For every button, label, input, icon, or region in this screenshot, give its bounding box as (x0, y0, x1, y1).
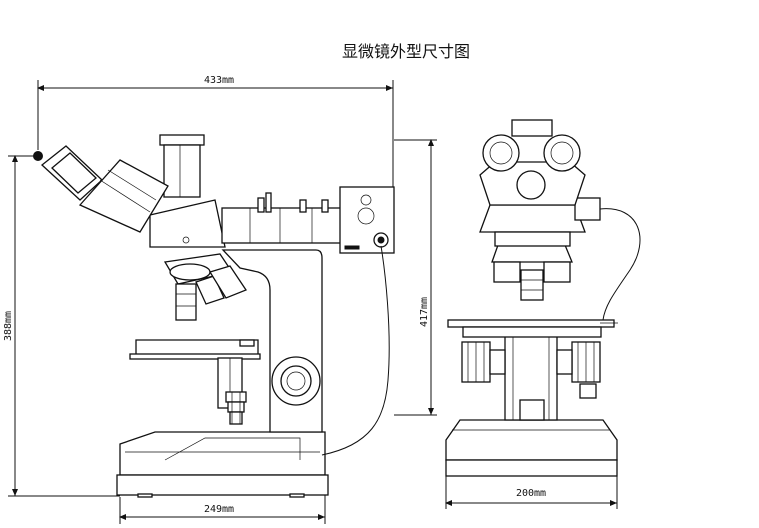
dimension-height-left: 388mm (3, 151, 120, 497)
dimension-label-417: 417mm (419, 297, 430, 327)
front-head (479, 119, 586, 206)
dimension-label-388: 388mm (3, 311, 14, 341)
front-column (504, 334, 558, 421)
dimension-label-200: 200mm (516, 488, 546, 499)
front-focus-knobs-right (556, 341, 601, 399)
front-stage (447, 319, 618, 338)
page-title: 显微镜外型尺寸图 (341, 42, 470, 61)
side-objectives (163, 253, 247, 321)
side-illuminator (221, 192, 345, 244)
front-objectives (491, 244, 573, 301)
microscope-side-view (40, 134, 395, 498)
front-lamp-cable (599, 208, 641, 321)
front-base (445, 419, 618, 477)
side-focus-knob (271, 356, 321, 406)
side-lamp-cable (321, 245, 390, 456)
side-body (149, 134, 226, 248)
dimension-height-front: 417mm (394, 139, 437, 416)
side-stage-knobs (225, 391, 247, 425)
side-eyepieces (40, 145, 169, 233)
microscope-front-view (445, 119, 641, 477)
side-base (116, 431, 329, 498)
front-body (479, 197, 601, 247)
dimension-label-249: 249mm (204, 504, 234, 515)
front-focus-knobs-left (461, 341, 506, 383)
dimension-front-width: 200mm (445, 475, 618, 509)
dimension-width-top: 433mm (37, 74, 394, 188)
side-lamp-house (339, 186, 395, 254)
dimension-label-433: 433mm (204, 75, 234, 86)
